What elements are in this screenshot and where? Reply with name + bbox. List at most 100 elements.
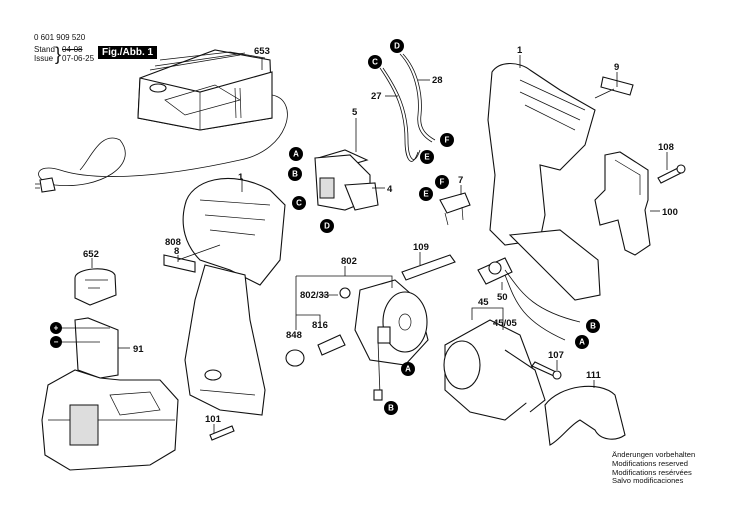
svg-text:A: A <box>405 365 411 374</box>
label-111: 111 <box>586 370 602 381</box>
wire-27-edge <box>382 67 421 160</box>
label-45-05: 45/05 <box>493 318 517 329</box>
marker-B-motor: B <box>384 401 398 415</box>
svg-text:E: E <box>423 190 429 199</box>
marker-F-reverse: F <box>435 175 449 189</box>
marker-A-switch: A <box>289 147 303 161</box>
brush[interactable] <box>317 334 346 356</box>
notes-block: Änderungen vorbehalten Modifications res… <box>612 450 696 486</box>
label-848: 848 <box>286 330 302 341</box>
note-fr: Modifications resérvées <box>612 467 692 477</box>
marker-C-switch: C <box>292 196 306 210</box>
leader-8 <box>177 244 221 261</box>
issue-value: 07-06-25 <box>62 54 95 63</box>
label-107: 107 <box>548 350 564 361</box>
gear-housing[interactable] <box>443 319 546 421</box>
marker-F-wire: F <box>440 133 454 147</box>
marker-E-reverse: E <box>419 187 433 201</box>
svg-text:F: F <box>440 178 445 187</box>
motor-connector[interactable] <box>373 389 383 401</box>
battery-pack[interactable] <box>41 317 179 471</box>
marker-E-wire: E <box>420 150 434 164</box>
cover-111[interactable] <box>544 385 626 446</box>
svg-text:B: B <box>388 404 394 413</box>
svg-text:B: B <box>590 322 596 331</box>
label-1-right: 1 <box>517 45 523 56</box>
label-652: 652 <box>83 249 99 260</box>
charger[interactable] <box>35 49 288 193</box>
label-653: 653 <box>254 46 270 57</box>
screw-107[interactable] <box>531 361 562 380</box>
label-8: 8 <box>174 246 179 257</box>
marker-D-top: D <box>390 39 404 53</box>
svg-text:D: D <box>324 222 330 231</box>
marker-B-switch: B <box>288 167 302 181</box>
motor-wire <box>377 339 381 396</box>
label-28: 28 <box>432 75 443 86</box>
brace: } <box>55 44 62 64</box>
marker-minus: − <box>50 336 62 348</box>
label-101: 101 <box>205 414 222 425</box>
housing-right[interactable] <box>487 62 601 301</box>
marker-B-led: B <box>586 319 600 333</box>
label-100: 100 <box>662 207 678 218</box>
label-816: 816 <box>312 320 328 331</box>
stand-value-struck: 04-08 <box>62 45 83 54</box>
svg-text:C: C <box>296 199 302 208</box>
svg-text:D: D <box>394 42 400 51</box>
part-number: 0 601 909 520 <box>34 33 86 42</box>
figure-label: Fig./Abb. 1 <box>98 46 158 59</box>
motor-bracket <box>295 275 393 330</box>
label-45: 45 <box>478 297 489 308</box>
label-27: 27 <box>371 91 382 102</box>
marker-plus: + <box>50 322 62 334</box>
switch[interactable] <box>314 149 379 211</box>
note-de: Änderungen vorbehalten <box>612 450 696 459</box>
svg-text:A: A <box>293 150 299 159</box>
marker-C-top: C <box>368 55 382 69</box>
motor[interactable] <box>354 279 429 366</box>
svg-text:A: A <box>579 338 585 347</box>
led-module[interactable] <box>477 257 581 341</box>
gear-bracket <box>471 307 504 330</box>
svg-text:−: − <box>54 338 59 347</box>
label-7: 7 <box>458 175 463 186</box>
issue-label: Issue <box>34 54 54 63</box>
label-50: 50 <box>497 292 508 303</box>
reverse-switch[interactable] <box>439 192 471 226</box>
label-1-left: 1 <box>238 172 244 183</box>
stand-label: Stand <box>34 45 55 54</box>
label-5: 5 <box>352 107 358 118</box>
label-108: 108 <box>658 142 674 153</box>
note-en: Modifications reserved <box>612 458 688 468</box>
marker-A-led: A <box>575 335 589 349</box>
label-9: 9 <box>614 62 619 73</box>
screw-101[interactable] <box>209 425 235 441</box>
housing-left[interactable] <box>182 177 286 416</box>
label-802: 802 <box>341 256 357 267</box>
label-4: 4 <box>387 184 393 195</box>
svg-text:F: F <box>445 136 450 145</box>
note-es: Salvo modificaciones <box>612 476 684 486</box>
label-109: 109 <box>413 242 429 253</box>
marker-A-motor: A <box>401 362 415 376</box>
screw-108[interactable] <box>657 164 686 184</box>
svg-text:E: E <box>424 153 430 162</box>
label-808: 808 <box>165 237 181 248</box>
wire-28-edge <box>402 53 436 141</box>
svg-text:+: + <box>54 324 59 333</box>
wire-28[interactable] <box>399 53 433 143</box>
label-802-33: 802/33 <box>300 290 329 301</box>
marker-D-switch: D <box>320 219 334 233</box>
label-91: 91 <box>133 344 144 355</box>
bit[interactable] <box>401 254 456 281</box>
belt-clip[interactable] <box>594 151 651 256</box>
label-plate-808[interactable] <box>163 254 196 273</box>
battery-cap[interactable] <box>74 268 117 306</box>
svg-text:C: C <box>372 58 378 67</box>
motor-ring[interactable] <box>339 287 351 299</box>
leader-9b <box>594 88 615 99</box>
brush-cap[interactable] <box>285 349 305 367</box>
wire-27[interactable] <box>379 67 419 162</box>
